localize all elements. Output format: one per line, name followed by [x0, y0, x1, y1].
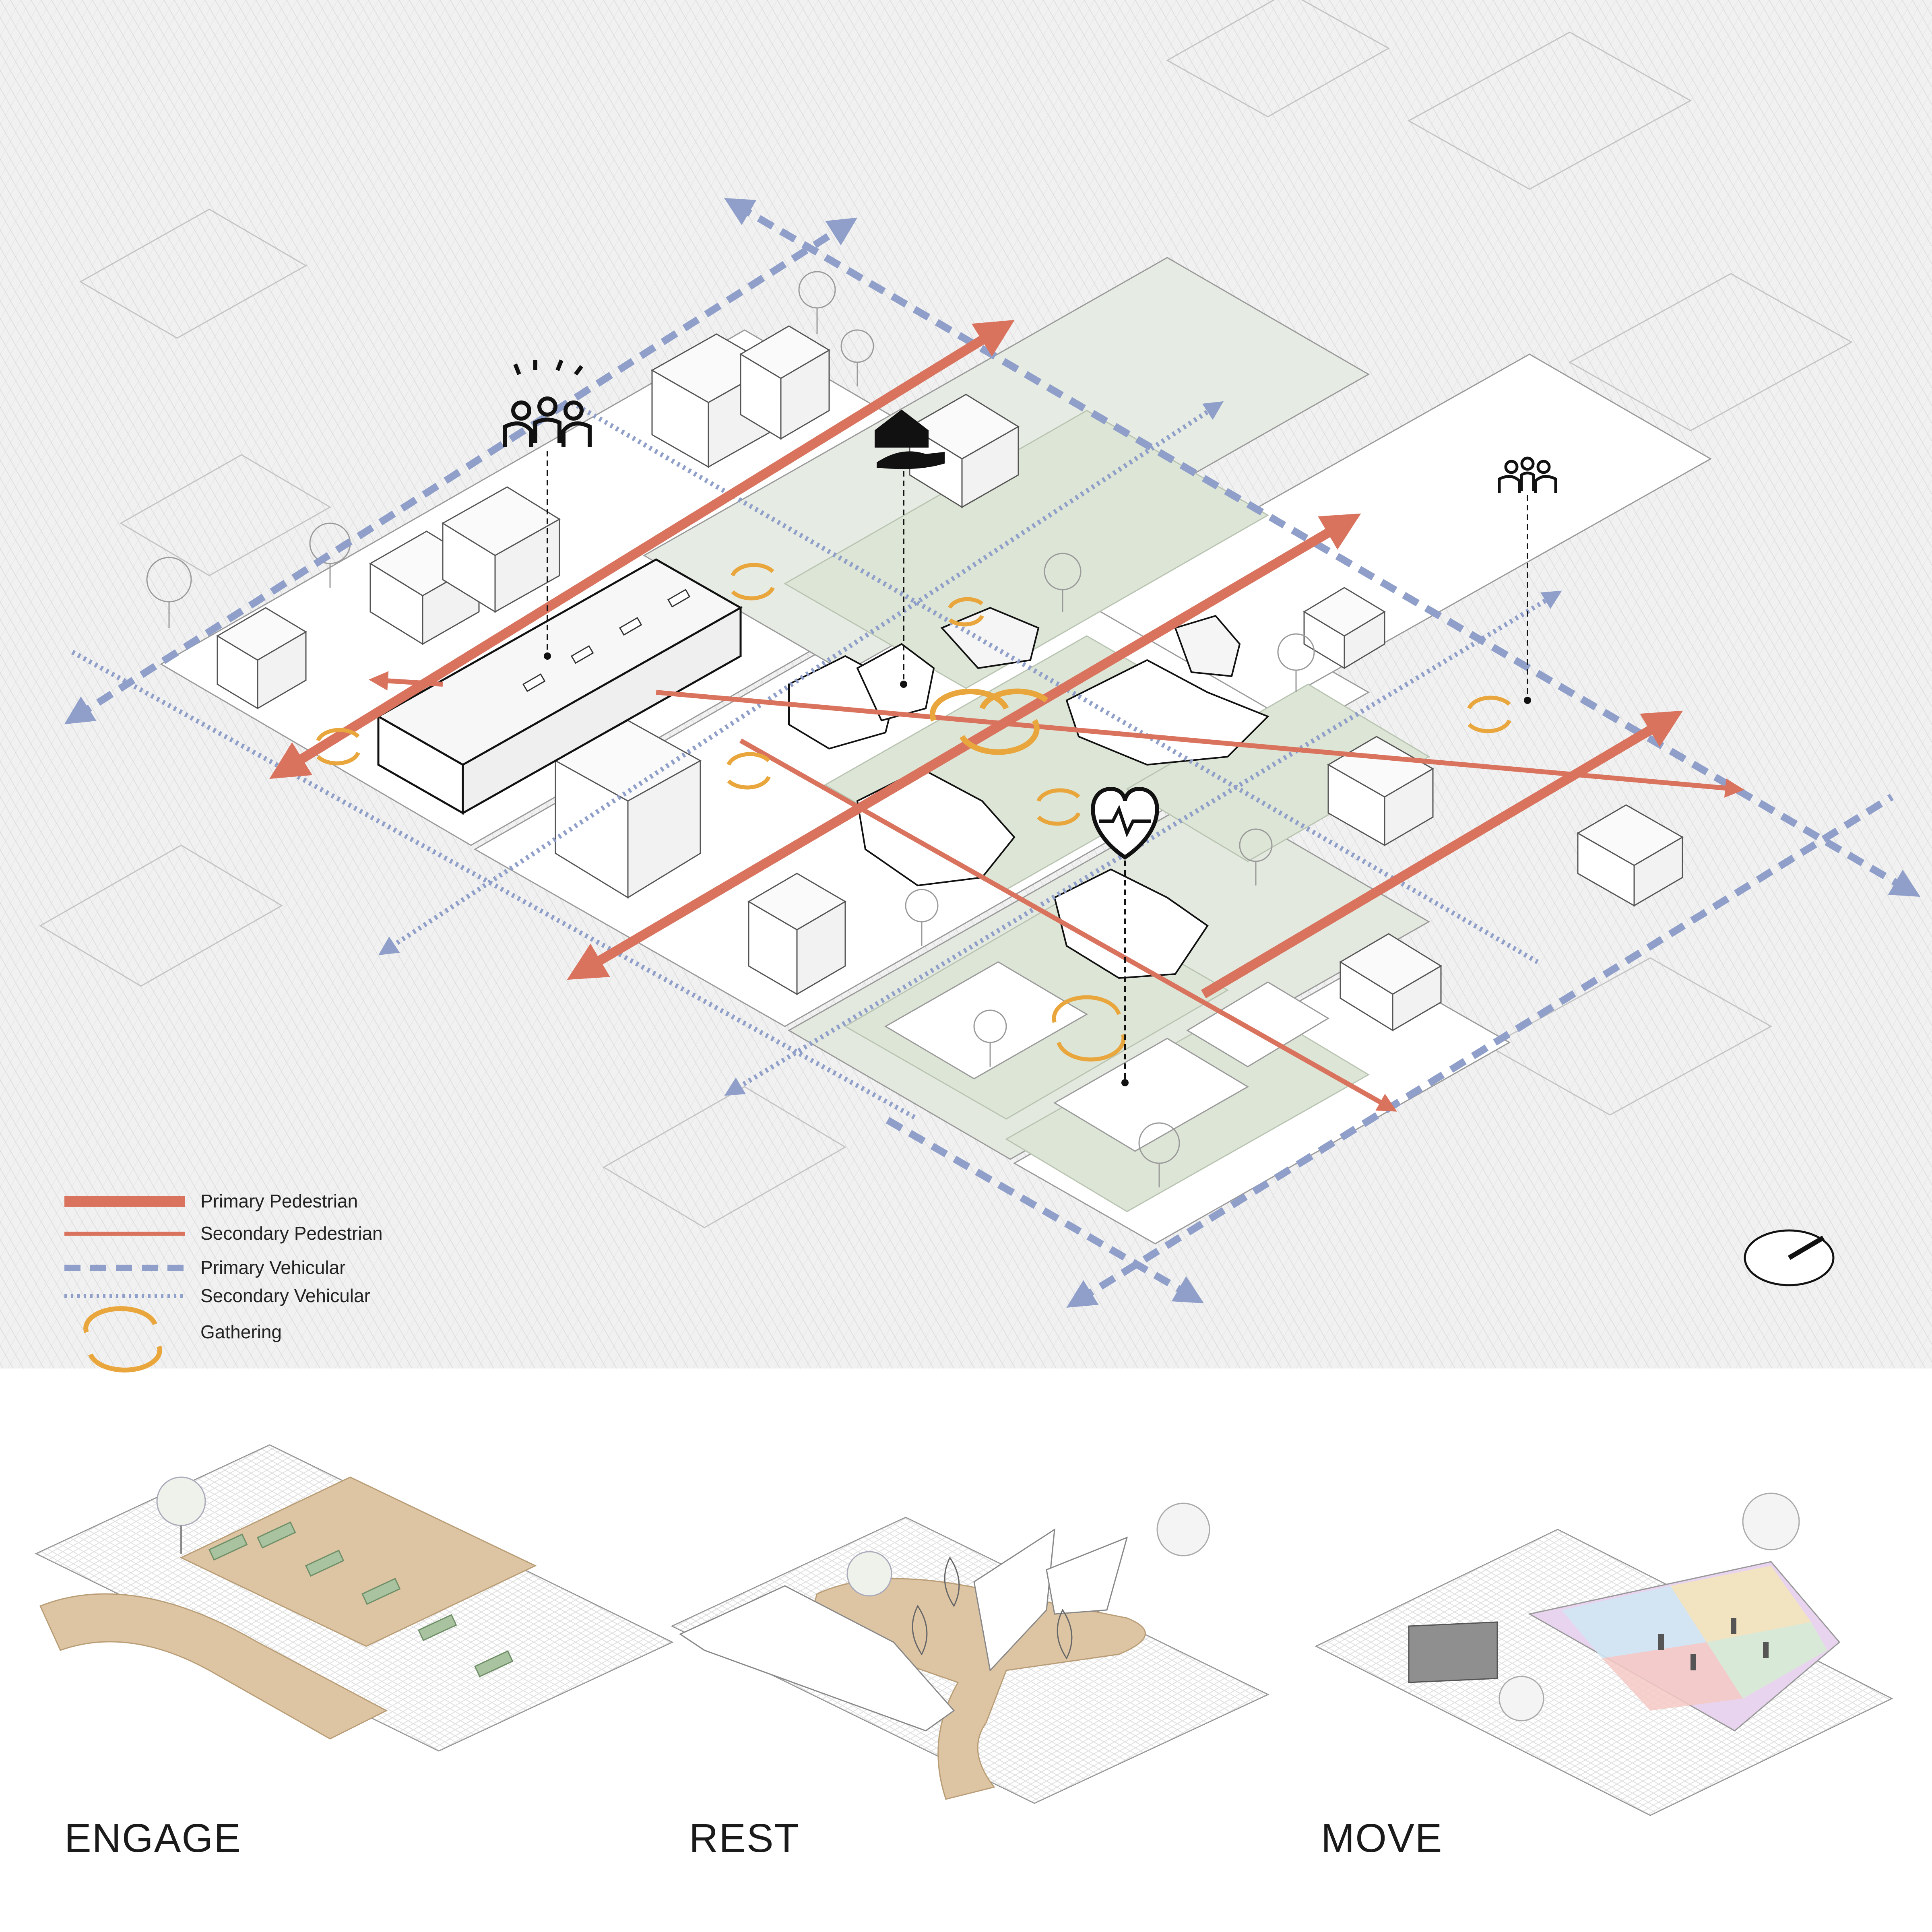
legend-label-secondary-pedestrian: Secondary Pedestrian — [200, 1223, 383, 1244]
rest-vignette — [671, 1503, 1269, 1804]
gathering-marker — [316, 728, 360, 766]
move-vignette — [1315, 1492, 1893, 1816]
engage-label: ENGAGE — [64, 1816, 242, 1861]
legend-label-primary-pedestrian: Primary Pedestrian — [200, 1191, 358, 1212]
legend-swatch-gathering — [83, 1306, 162, 1373]
legend-label-gathering: Gathering — [200, 1321, 282, 1342]
community-people-icon — [503, 359, 592, 447]
secondary-pedestrian-routes — [369, 671, 1744, 1112]
callout-leaders — [544, 451, 1531, 1086]
rest-label: REST — [689, 1816, 800, 1861]
gathering-markers — [316, 563, 1511, 1062]
gathering-marker — [929, 688, 1049, 755]
gathering-marker — [1052, 995, 1126, 1062]
gathering-marker — [1467, 696, 1511, 733]
primary-pedestrian-routes — [269, 320, 1683, 999]
housing-hand-icon — [875, 409, 945, 469]
community-people-icon — [1498, 456, 1557, 493]
legend-label-primary-vehicular: Primary Vehicular — [200, 1257, 345, 1278]
legend: Primary Pedestrian Secondary Pedestrian … — [64, 1191, 383, 1373]
engage-vignette — [35, 1444, 674, 1752]
move-label: MOVE — [1321, 1816, 1443, 1861]
legend-label-secondary-vehicular: Secondary Vehicular — [200, 1285, 370, 1306]
north-arrow-icon — [1744, 1229, 1835, 1286]
gathering-marker — [1036, 788, 1081, 826]
gathering-marker — [731, 563, 775, 601]
gathering-marker — [727, 752, 771, 790]
health-heart-icon — [1091, 786, 1159, 860]
gathering-marker — [948, 597, 984, 627]
